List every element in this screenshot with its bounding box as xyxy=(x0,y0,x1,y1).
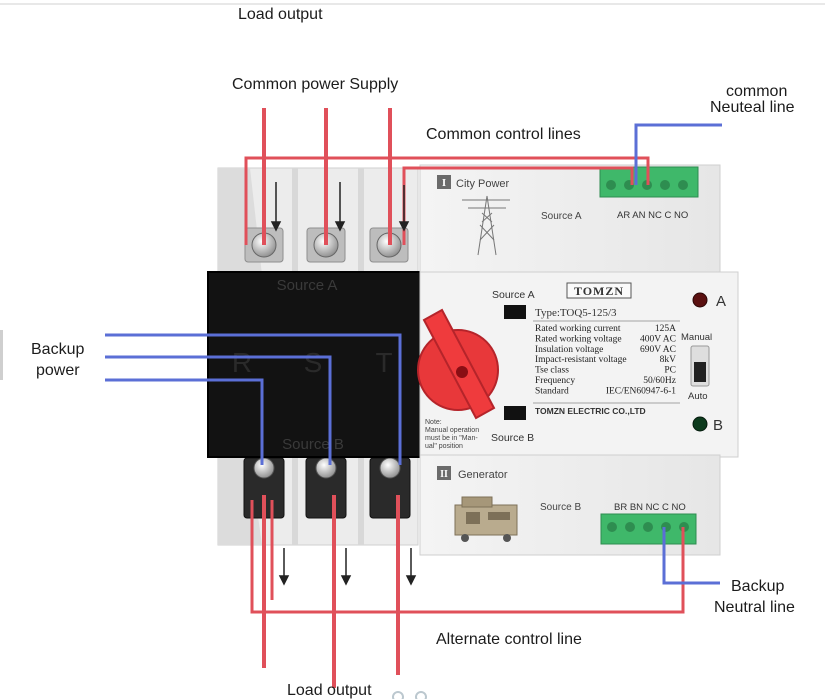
backup-power-line-r xyxy=(105,378,264,465)
backup-power-label-2: power xyxy=(36,362,80,379)
common-power-supply-label: Common power Supply xyxy=(232,76,398,93)
spec-name: Standard xyxy=(535,386,569,396)
alternate-control-line xyxy=(250,500,685,614)
common-neutral-line-label-1: common xyxy=(726,83,787,100)
bottom-terminal-screws xyxy=(243,457,411,519)
bottom-terminal-labels: BR BN NC C NO xyxy=(614,502,686,513)
city-power-badge-text: I xyxy=(442,177,446,189)
flow-arrows-bottom xyxy=(278,548,417,586)
backup-neutral-line-label-1: Backup xyxy=(731,578,784,595)
breaker-source-b-label: Source B xyxy=(282,436,344,453)
alternate-control-line-label: Alternate control line xyxy=(436,631,582,648)
spec-name: Tse class xyxy=(535,366,569,376)
spec-name: Rated working voltage xyxy=(535,334,622,344)
note-line-4: ual" position xyxy=(425,443,463,450)
note-line-2: Manual operation xyxy=(425,427,479,434)
source-a-window xyxy=(504,305,526,319)
flow-arrows-top xyxy=(270,182,410,232)
backup-power-line-t xyxy=(105,333,402,465)
rotary-switch-handle[interactable] xyxy=(417,308,499,420)
spec-name: Rated working current xyxy=(535,324,621,334)
spec-value: PC xyxy=(664,366,676,376)
common-control-line-1 xyxy=(244,156,650,245)
note-line-1: Note: xyxy=(425,419,442,426)
mode-switch-knob[interactable] xyxy=(694,362,706,382)
indicator-b-led xyxy=(692,416,708,432)
breaker-source-a-label: Source A xyxy=(277,277,338,294)
wiring xyxy=(105,108,722,688)
mode-auto-label: Auto xyxy=(688,391,708,402)
top-terminal-labels: AR AN NC C NO xyxy=(617,210,688,221)
brand-box xyxy=(566,282,632,299)
common-control-lines-label: Common control lines xyxy=(426,126,581,143)
common-neutral-line xyxy=(634,123,722,185)
spec-name: Impact-resistant voltage xyxy=(535,355,627,365)
city-power-badge xyxy=(437,175,451,189)
generator-badge-text: II xyxy=(440,469,448,480)
spec-name: Insulation voltage xyxy=(535,345,603,355)
left-edge-mark xyxy=(0,330,3,380)
spec-name: Frequency xyxy=(535,376,575,386)
source-a-top-label: Source A xyxy=(541,211,582,222)
backup-power-line-s xyxy=(105,355,332,465)
generator-label: Generator xyxy=(458,469,508,481)
manufacturer: TOMZN ELECTRIC CO.,LTD xyxy=(535,406,646,416)
transmission-tower-icon xyxy=(462,195,510,256)
load-output-top-label: Load output xyxy=(238,6,323,23)
decorative-mark xyxy=(415,691,427,699)
backup-neutral-line-label-2: Neutral line xyxy=(714,599,795,616)
pole-separator xyxy=(292,445,298,545)
spec-value: 8kV xyxy=(660,355,677,365)
breaker-body xyxy=(208,272,421,457)
spec-value: 50/60Hz xyxy=(643,376,676,386)
indicator-a-label: A xyxy=(716,293,726,310)
load-output-bottom-label: Load output xyxy=(287,682,372,699)
spec-table: Rated working current 125A Rated working v… xyxy=(535,324,676,396)
city-power-label: City Power xyxy=(456,178,510,190)
backup-neutral-line xyxy=(662,527,720,585)
source-b-window xyxy=(504,406,526,420)
spec-value: IEC/EN60947-6-1 xyxy=(606,386,676,396)
phase-r-label: R xyxy=(232,347,252,378)
phase-s-label: S xyxy=(304,347,323,378)
generator-icon xyxy=(454,496,518,542)
phase-t-label: T xyxy=(375,347,392,378)
device-type: Type:TOQ5-125/3 xyxy=(535,307,617,319)
indicator-b-label: B xyxy=(713,417,723,434)
pole-separator xyxy=(358,168,364,278)
decorative-mark xyxy=(392,691,404,699)
spec-value: 690V AC xyxy=(640,345,676,355)
common-neutral-line-label-2: Neuteal line xyxy=(710,99,795,116)
spec-value: 400V AC xyxy=(640,334,676,344)
brand-logo: TOMZN xyxy=(574,284,624,298)
pole-separator xyxy=(292,168,298,278)
spec-value: 125A xyxy=(655,324,676,334)
generator-badge xyxy=(437,466,451,480)
switch-source-a-label: Source A xyxy=(492,289,535,301)
backup-power-label-1: Backup xyxy=(31,341,84,358)
switch-source-b-label: Source B xyxy=(491,432,534,444)
top-terminal-screws xyxy=(244,227,409,263)
source-b-bottom-label: Source B xyxy=(540,502,581,513)
indicator-a-led xyxy=(692,292,708,308)
pole-separator xyxy=(358,445,364,545)
mode-manual-label: Manual xyxy=(681,332,712,343)
note-line-3: must be in "Man- xyxy=(425,435,478,442)
ats-device: I City Power Source A AR AN NC C NO Sour… xyxy=(207,164,739,556)
